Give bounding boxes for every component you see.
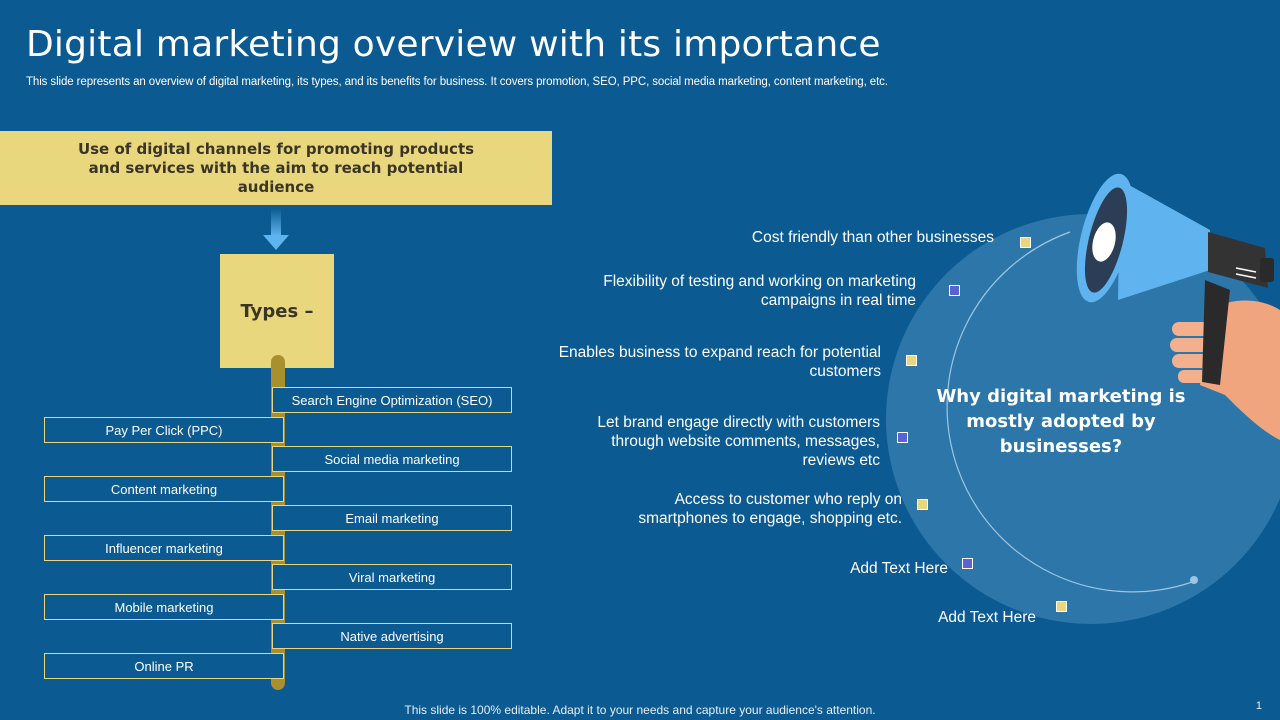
down-arrow-icon xyxy=(263,208,289,252)
type-item-viral: Viral marketing xyxy=(272,564,512,590)
benefit-3: Enables business to expand reach for pot… xyxy=(521,343,881,381)
slide-title: Digital marketing overview with its impo… xyxy=(26,24,881,65)
type-item-ppc: Pay Per Click (PPC) xyxy=(44,417,284,443)
benefit-6: Add Text Here xyxy=(748,559,948,578)
benefit-2-marker xyxy=(949,285,960,296)
slide-subtitle: This slide represents an overview of dig… xyxy=(26,76,888,88)
definition-text: Use of digital channels for promoting pr… xyxy=(66,140,486,197)
benefit-3-marker xyxy=(906,355,917,366)
types-label: Types – xyxy=(241,301,314,322)
benefit-6-marker xyxy=(962,558,973,569)
benefit-5-marker xyxy=(917,499,928,510)
type-item-social-media: Social media marketing xyxy=(272,446,512,472)
benefit-2: Flexibility of testing and working on ma… xyxy=(556,272,916,310)
type-item-content: Content marketing xyxy=(44,476,284,502)
page-number: 1 xyxy=(1256,700,1262,712)
footer-note: This slide is 100% editable. Adapt it to… xyxy=(0,703,1280,717)
benefit-7-marker xyxy=(1056,601,1067,612)
type-item-influencer: Influencer marketing xyxy=(44,535,284,561)
type-item-online-pr: Online PR xyxy=(44,653,284,679)
benefit-7: Add Text Here xyxy=(836,608,1036,627)
megaphone-icon xyxy=(1060,160,1280,460)
definition-box: Use of digital channels for promoting pr… xyxy=(0,131,552,205)
benefit-4: Let brand engage directly with customers… xyxy=(580,413,880,470)
type-item-email: Email marketing xyxy=(272,505,512,531)
benefit-4-marker xyxy=(897,432,908,443)
benefit-1: Cost friendly than other businesses xyxy=(634,228,994,247)
type-item-native: Native advertising xyxy=(272,623,512,649)
types-box: Types – xyxy=(220,254,334,368)
type-item-mobile: Mobile marketing xyxy=(44,594,284,620)
benefit-5: Access to customer who reply on smartpho… xyxy=(602,490,902,528)
benefit-1-marker xyxy=(1020,237,1031,248)
type-item-seo: Search Engine Optimization (SEO) xyxy=(272,387,512,413)
